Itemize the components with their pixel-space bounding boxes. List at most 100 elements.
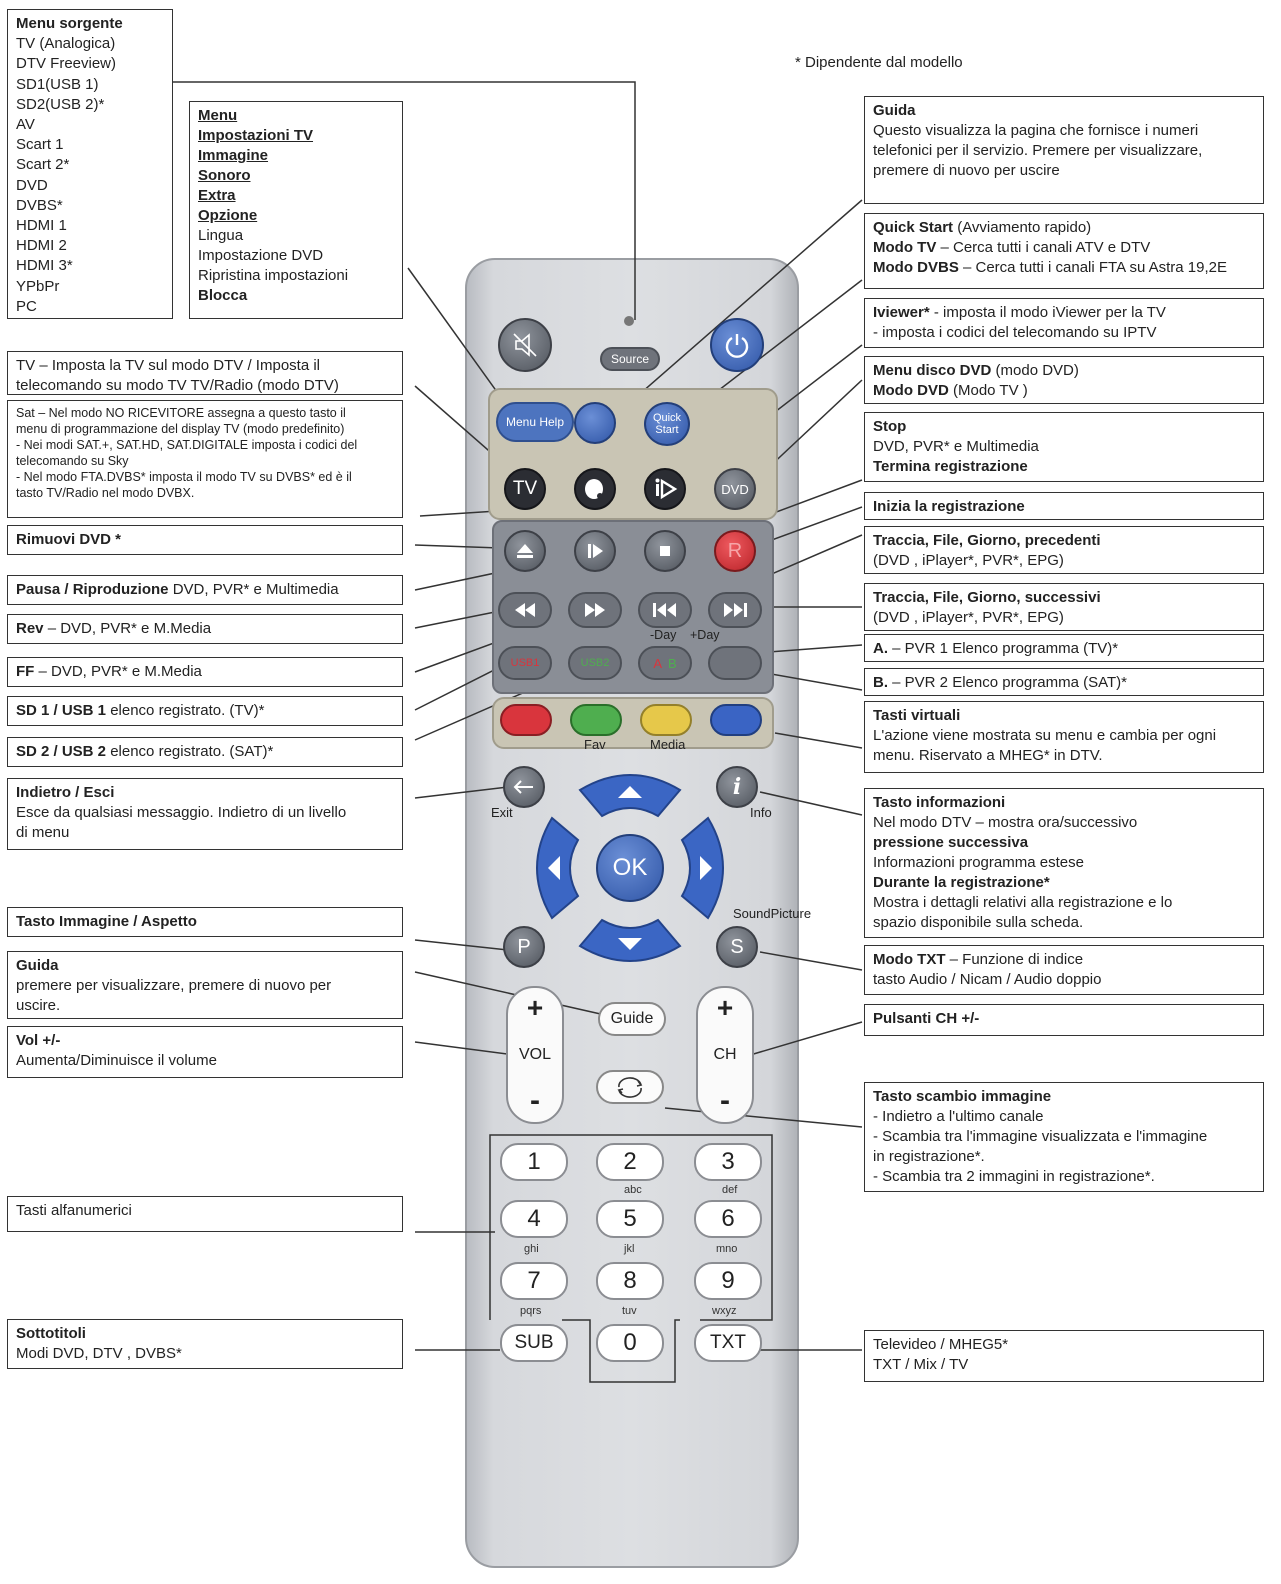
source-item: YPbPr [16,277,60,295]
record-box: Inizia la registrazione [864,492,1264,520]
source-item: HDMI 3* [16,257,73,275]
ch-box: Pulsanti CH +/- [864,1004,1264,1036]
quick-start-button[interactable]: Quick Start [644,402,690,446]
sd1-box: SD 1 / USB 1 elenco registrato. (TV)* [7,696,403,726]
source-button[interactable]: Source [600,347,660,371]
digit-5-button[interactable]: 5 [596,1200,664,1238]
guide-box: Guida premere per visualizzare, premere … [7,951,403,1019]
prev-title: Traccia, File, Giorno, precedenti [873,532,1101,549]
vol-plus[interactable]: + [526,992,544,1023]
rewind-button[interactable] [498,592,552,628]
usb2-button[interactable]: USB2 [568,646,622,680]
letters-jkl: jkl [624,1243,635,1255]
stop-desc: Termina registrazione [873,458,1028,475]
red-key[interactable] [500,704,552,736]
menu-help-button[interactable]: Menu Help [496,402,574,442]
rewind-icon [515,603,535,617]
dvd-button[interactable]: DVD [714,468,756,510]
source-label: Source [610,352,650,366]
back-desc: di menu [16,824,70,841]
ch-plus[interactable]: + [716,992,734,1023]
help-button[interactable] [574,402,616,444]
digit-7-button[interactable]: 7 [500,1262,568,1300]
digit-1-button[interactable]: 1 [500,1143,568,1181]
ok-button[interactable]: OK [596,834,664,902]
info-button[interactable]: i [716,766,758,808]
record-button[interactable]: R [714,530,756,572]
channel-rocker[interactable]: + CH - [696,986,754,1124]
guida-title: Guida [873,102,916,119]
sat-button[interactable] [574,468,616,510]
digit-8-button[interactable]: 8 [596,1262,664,1300]
digit-0-button[interactable]: 0 [596,1324,664,1362]
yellow-key[interactable] [640,704,692,736]
iviewer-desc: - imposta il modo iViewer per la TV [929,304,1166,321]
blank-button[interactable] [708,646,762,680]
green-key[interactable] [570,704,622,736]
subtitle-button[interactable]: SUB [500,1324,568,1362]
txt-mode-box: Modo TXT – Funzione di indice tasto Audi… [864,945,1264,995]
letters-mno: mno [716,1243,738,1255]
digit-4-button[interactable]: 4 [500,1200,568,1238]
guida-desc: telefonici per il servizio. Premere per … [873,142,1203,159]
iviewer-desc: - imposta i codici del telecomando su IP… [873,324,1157,341]
rev-desc: – DVD, PVR* e M.Media [43,620,212,637]
sd2-desc: elenco registrato. (SAT)* [106,743,274,760]
eject-button[interactable] [504,530,546,572]
guide-desc: premere per visualizzare, premere di nuo… [16,977,332,994]
digit-3-button[interactable]: 3 [694,1143,762,1181]
digit-6-button[interactable]: 6 [694,1200,762,1238]
stop-button[interactable] [644,530,686,572]
digit-9-button[interactable]: 9 [694,1262,762,1300]
letters-ghi: ghi [524,1243,539,1255]
dvd-label: DVD [721,481,749,497]
p-label: P [517,935,531,958]
tv-button[interactable]: TV [504,468,546,510]
blue-key[interactable] [710,704,762,736]
picture-button[interactable]: P [503,926,545,968]
sound-button[interactable]: S [716,926,758,968]
letters-abc: abc [624,1184,642,1196]
iviewer-button[interactable] [644,468,686,510]
pause-play-button[interactable] [574,530,616,572]
source-menu-title: Menu sorgente [16,15,123,32]
teletext-button[interactable]: TXT [694,1324,762,1362]
digit-2-button[interactable]: 2 [596,1143,664,1181]
mute-button[interactable] [498,318,552,372]
usb1-label: USB1 [510,657,540,669]
b-box: B. – PVR 2 Elenco programma (SAT)* [864,668,1264,696]
info-label: Info [750,805,772,820]
rev-box: Rev – DVD, PVR* e M.Media [7,614,403,644]
source-item: AV [16,116,35,134]
pause-desc: DVD, PVR* e Multimedia [168,581,339,598]
guida-desc: Questo visualizza la pagina che fornisce… [873,122,1199,139]
info-desc: Durante la registrazione* [873,874,1050,891]
ch-minus[interactable]: - [720,1084,730,1117]
info-title: Tasto informazioni [873,794,1006,811]
sat-desc: tasto TV/Radio nel modo DVBX. [16,486,195,500]
quick-sub: (Avviamento rapido) [953,219,1092,236]
sat-desc: Sat – Nel modo NO RICEVITORE assegna a q… [16,406,346,420]
next-button[interactable] [708,592,762,628]
guide-button[interactable]: Guide [598,1002,666,1036]
picture-box: Tasto Immagine / Aspetto [7,907,403,937]
vol-minus[interactable]: - [530,1084,540,1117]
sd1-title: SD 1 / USB 1 [16,702,107,719]
fast-forward-button[interactable] [568,592,622,628]
swap-button[interactable] [596,1070,664,1104]
ir-sensor [624,316,634,326]
source-item: HDMI 2 [16,237,67,255]
previous-button[interactable] [638,592,692,628]
exit-button[interactable] [503,766,545,808]
alnum-desc: Tasti alfanumerici [16,1202,132,1219]
virtual-desc: L'azione viene mostrata su menu e cambia… [873,727,1217,744]
menu-item: Blocca [198,287,248,304]
volume-rocker[interactable]: + VOL - [506,986,564,1124]
power-button[interactable] [710,318,764,372]
usb1-button[interactable]: USB1 [498,646,552,680]
sat-desc: - Nel modo FTA.DVBS* imposta il modo TV … [16,470,352,484]
swap-desc: - Scambia tra l'immagine visualizzata e … [873,1128,1208,1145]
s-label: S [730,935,744,958]
dvd-box: Menu disco DVD (modo DVD) Modo DVD (Modo… [864,356,1264,404]
